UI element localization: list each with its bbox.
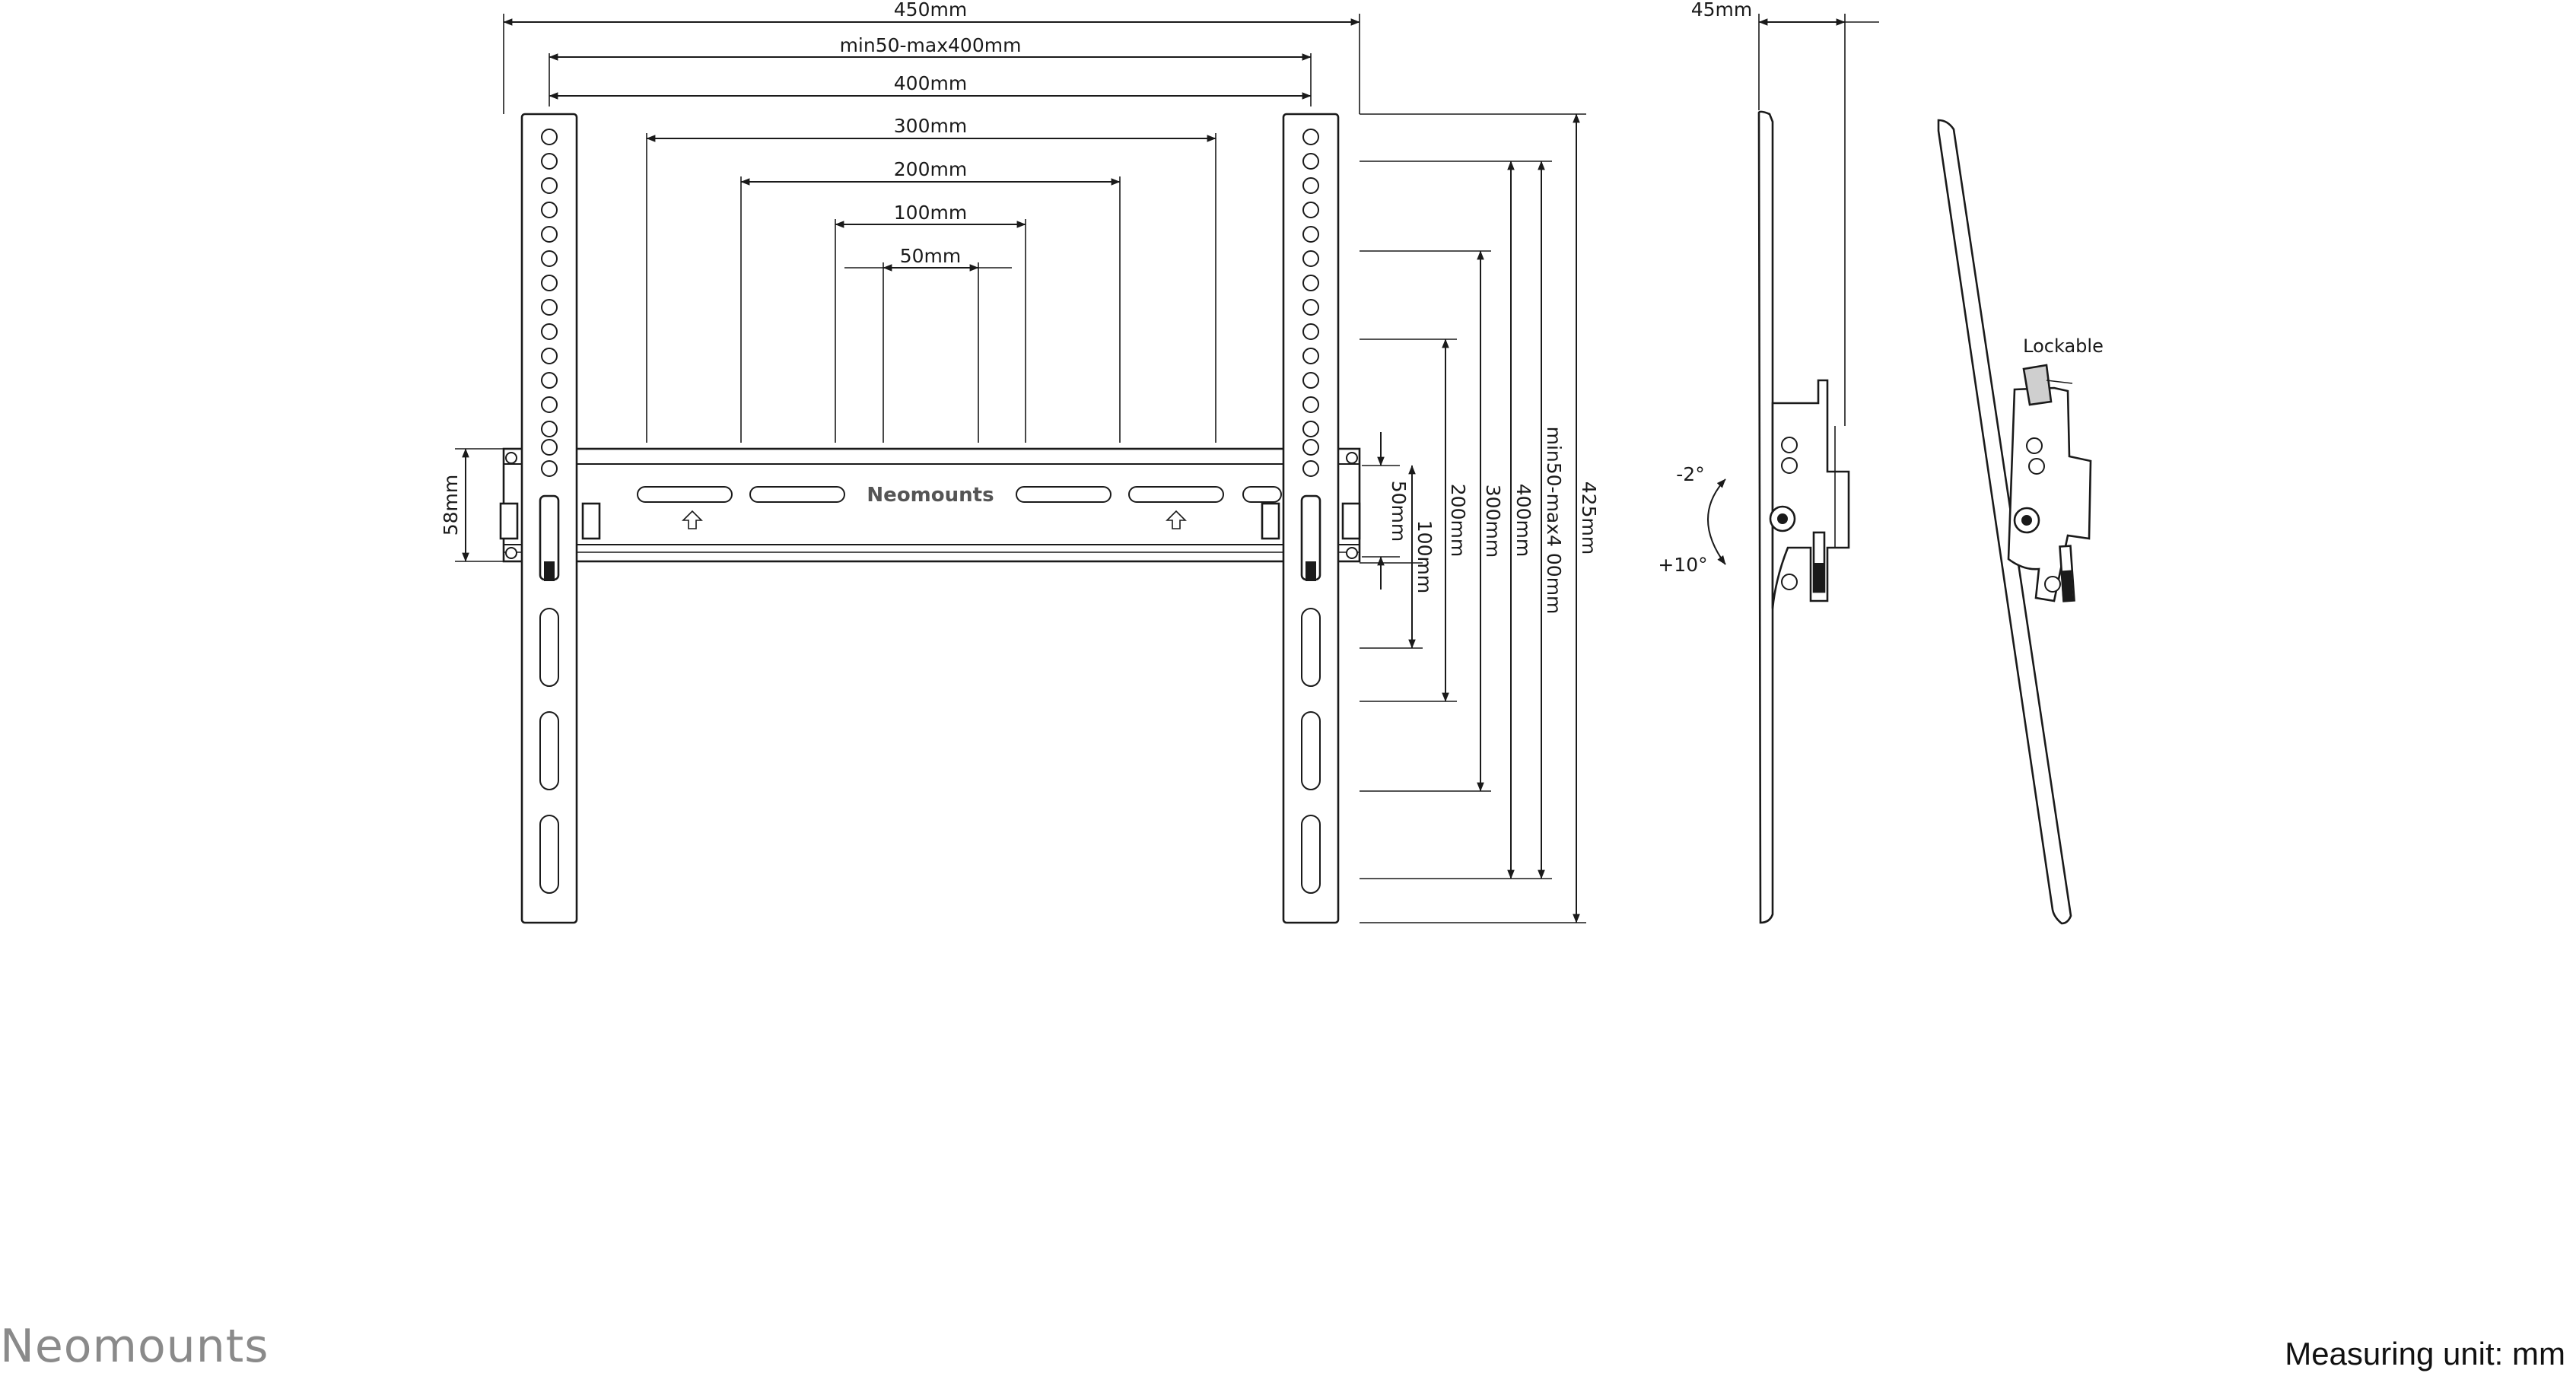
tilt-down-label: +10°: [1658, 554, 1707, 576]
tilt-indicator: -2° +10°: [1658, 463, 1726, 576]
brand-logo: Neomounts: [0, 1320, 269, 1373]
dim-label-min-max: min50-max400mm: [840, 34, 1022, 56]
dim-label-400v: 400mm: [1512, 484, 1534, 557]
dim-label-400: 400mm: [894, 72, 967, 94]
dim-label-300v: 300mm: [1482, 485, 1504, 558]
dim-label-100: 100mm: [894, 202, 967, 224]
lockable-label: Lockable: [2023, 335, 2104, 357]
rail-outer: [502, 447, 1361, 563]
tilted-view: Lockable: [1937, 119, 2104, 925]
tilt-up-label: -2°: [1676, 463, 1704, 485]
tilt-arc-arrow: [1707, 478, 1726, 565]
measuring-unit-label: Measuring unit: mm: [2285, 1336, 2565, 1371]
rail-hole: [505, 452, 517, 464]
tilted-plate: [1937, 119, 2072, 925]
dim-label-min-max-v: min50-max4 00mm: [1543, 427, 1565, 615]
bracket-clamp: [581, 502, 601, 540]
dim-label-58: 58mm: [440, 475, 462, 536]
side-bracket: [1771, 379, 1850, 609]
rail-height-dimension: 58mm: [440, 448, 504, 562]
right-vertical-bracket: [1261, 113, 1361, 924]
side-view: 45mm: [1691, 0, 1879, 924]
rail-hole: [1346, 547, 1358, 559]
bracket-latch-screw: [1305, 561, 1316, 581]
dim-label-450: 450mm: [894, 0, 967, 21]
bracket-holes-right: [1302, 129, 1319, 477]
rail-brand-label: Neomounts: [867, 484, 994, 507]
vertical-dimensions: 50mm 100mm 200mm 300mm 400mm min50-max4 …: [1360, 113, 1600, 923]
bracket-clamp: [499, 502, 519, 540]
lock-tab: [2022, 364, 2053, 406]
up-arrow-icon: [1166, 510, 1187, 529]
left-vertical-bracket: [499, 113, 601, 924]
dim-label-50v: 50mm: [1388, 481, 1410, 542]
horizontal-dimensions: 450mm min50-max400mm 400mm 300mm 200mm 1…: [503, 0, 1360, 443]
tilted-bracket: [2007, 386, 2092, 602]
up-arrow-icon: [682, 510, 703, 529]
rail-slot: [1016, 486, 1111, 503]
bracket-clamp: [1341, 502, 1361, 540]
bracket-clamp: [1261, 502, 1280, 540]
rail-slot: [1242, 486, 1282, 503]
dim-label-100v: 100mm: [1414, 520, 1436, 593]
dim-label-200: 200mm: [894, 158, 967, 180]
rail-slot: [749, 486, 845, 503]
bracket-holes-left: [541, 129, 558, 477]
rail-hole: [505, 547, 517, 559]
dim-label-45: 45mm: [1691, 0, 1753, 21]
dim-label-50: 50mm: [900, 245, 962, 267]
dim-label-200v: 200mm: [1447, 484, 1469, 557]
horizontal-rail: Neomounts: [502, 447, 1361, 563]
bracket-latch-screw: [544, 561, 555, 581]
rail-slot: [1128, 486, 1224, 503]
rail-hole: [1346, 452, 1358, 464]
dim-label-300: 300mm: [894, 115, 967, 137]
dim-label-425v: 425mm: [1578, 482, 1600, 555]
rail-slot: [637, 486, 733, 503]
